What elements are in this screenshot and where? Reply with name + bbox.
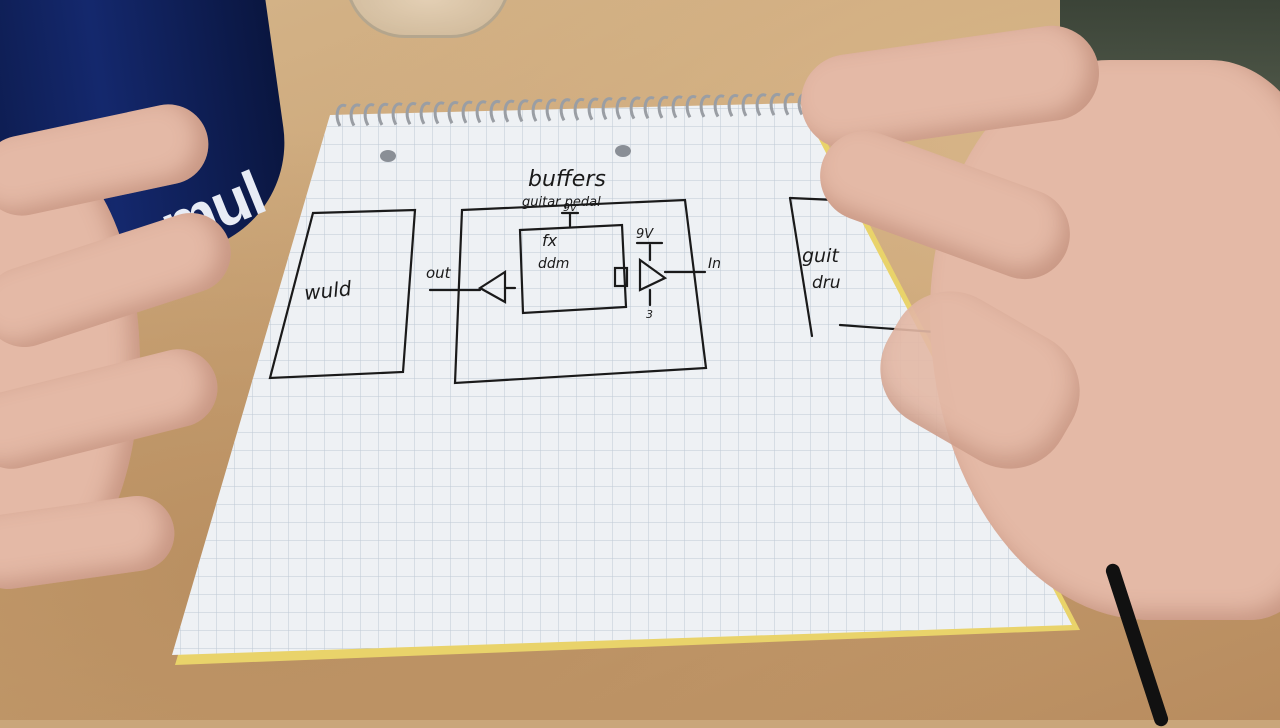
spiral-coil bbox=[615, 96, 627, 120]
label-right-box-1: guit bbox=[802, 245, 840, 267]
spiral-coil bbox=[587, 97, 599, 121]
spiral-coil bbox=[755, 93, 767, 117]
label-guitar-pedal: guitar pedal bbox=[522, 195, 601, 210]
spiral-coil bbox=[419, 101, 431, 125]
spiral-coil bbox=[727, 94, 739, 117]
spiral-coil bbox=[671, 95, 683, 119]
spiral-coil bbox=[517, 99, 529, 123]
spiral-coil bbox=[699, 94, 711, 118]
label-input: In bbox=[708, 256, 721, 272]
spiral-coil bbox=[657, 95, 669, 119]
spiral-coil bbox=[559, 98, 571, 122]
hand-drawn-diagram bbox=[268, 196, 937, 385]
spiral-coil bbox=[713, 94, 725, 118]
spiral-coil bbox=[531, 98, 543, 122]
spiral-coil bbox=[349, 103, 361, 127]
notebook-spiral bbox=[335, 92, 809, 127]
spiral-coil bbox=[601, 97, 613, 121]
punch-hole-right bbox=[615, 145, 631, 157]
spiral-coil bbox=[573, 97, 585, 121]
spiral-coil bbox=[685, 95, 697, 119]
label-voltage-right: 9V bbox=[636, 227, 654, 242]
spiral-coil bbox=[643, 96, 655, 120]
spiral-coil bbox=[741, 93, 753, 117]
spiral-coil bbox=[503, 99, 515, 123]
spiral-coil bbox=[363, 103, 375, 127]
spiral-coil bbox=[391, 102, 403, 126]
spiral-coil bbox=[433, 101, 445, 125]
label-voltage-top: 9v bbox=[563, 201, 577, 214]
spiral-coil bbox=[783, 92, 795, 116]
handwritten-labels: buffers guitar pedal wuld out fx ddm 9v … bbox=[303, 167, 841, 321]
spiral-coil bbox=[447, 101, 459, 124]
spiral-coil bbox=[769, 92, 781, 116]
spiral-coil bbox=[629, 96, 641, 120]
spiral-coil bbox=[475, 100, 487, 124]
spiral-coil bbox=[377, 102, 389, 126]
label-ground: 3 bbox=[646, 308, 653, 321]
spiral-coil bbox=[335, 103, 347, 127]
label-out: out bbox=[426, 264, 452, 282]
spiral-coil bbox=[405, 102, 417, 126]
spiral-coil bbox=[489, 99, 501, 123]
label-fx-sub: ddm bbox=[538, 256, 569, 272]
punch-hole-left bbox=[380, 150, 396, 162]
heading-buffers: buffers bbox=[528, 167, 606, 192]
label-right-box-2: dru bbox=[812, 273, 841, 293]
label-fx: fx bbox=[542, 231, 558, 250]
spiral-coil bbox=[545, 98, 557, 122]
spiral-coil bbox=[461, 100, 473, 124]
label-left-box: wuld bbox=[303, 276, 353, 305]
